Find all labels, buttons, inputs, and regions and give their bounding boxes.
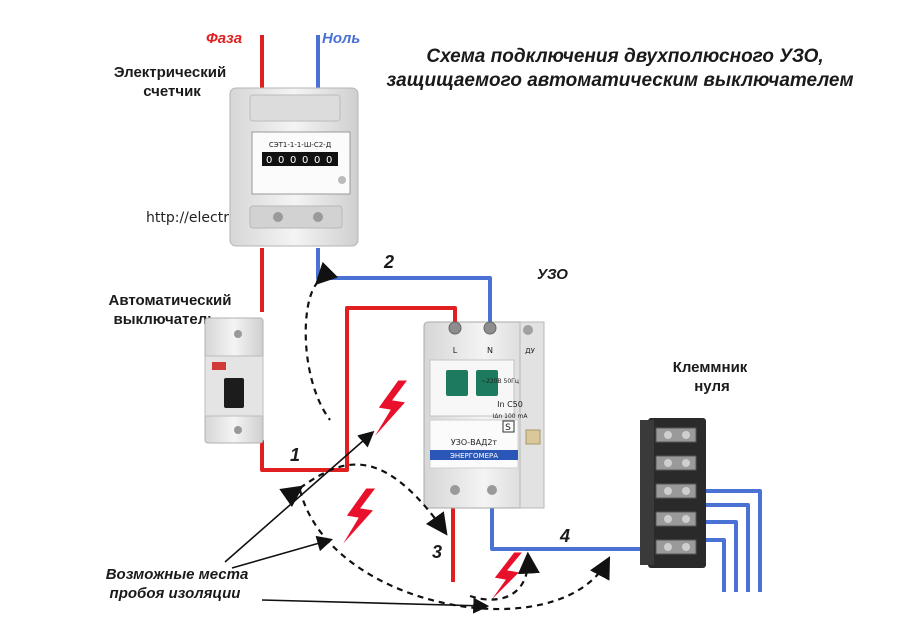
neutral-label: Ноль <box>322 30 360 47</box>
pointer-line-lower-spark <box>261 597 490 614</box>
wire-number-3: 3 <box>432 542 442 562</box>
phase-wire-1 <box>260 306 457 472</box>
svg-text:0: 0 <box>314 155 320 166</box>
fault-label-line-2: пробоя изоляции <box>110 585 241 602</box>
dashed-arrow-neutral-to-breaker <box>304 261 339 421</box>
breaker-toggle[interactable] <box>224 378 244 408</box>
pointer-line-middle-spark <box>231 535 334 569</box>
neutral-out-1 <box>700 489 762 592</box>
wire-number-4: 4 <box>559 526 570 546</box>
rcd-terminal-du: ДУ <box>525 347 535 355</box>
terminal-label-line-2: нуля <box>694 378 730 395</box>
spark-icon-middle <box>339 487 377 549</box>
rcd-test-button[interactable] <box>525 429 541 445</box>
neutral-out-3 <box>700 520 738 592</box>
breaker-label-line-2: выключатель <box>114 311 217 328</box>
meter-digits: 0 0 0 0 0 0 <box>266 155 332 166</box>
rcd-label: УЗО <box>537 266 568 283</box>
wire-number-1: 1 <box>290 445 300 465</box>
rcd-rating-line-1: In C50 <box>497 400 523 409</box>
svg-text:0: 0 <box>290 155 296 166</box>
meter-label-line-1: Электрический <box>114 64 226 81</box>
rcd-toggle-left[interactable] <box>446 370 468 396</box>
fault-label-line-1: Возможные места <box>106 566 249 583</box>
rcd-terminal-l: L <box>453 346 458 355</box>
svg-text:0: 0 <box>302 155 308 166</box>
phase-label: Фаза <box>206 30 242 47</box>
electric-meter: 0 0 0 0 0 0 СЭТ1-1-1-Ш-С2-Д <box>229 87 359 247</box>
dashed-arrow-wire1-to-rcd <box>279 463 448 536</box>
title-line-1: Схема подключения двухполюсного УЗО, <box>426 46 823 67</box>
meter-model: СЭТ1-1-1-Ш-С2-Д <box>269 141 332 149</box>
dashed-arrow-wire1-to-wire4 <box>298 489 611 611</box>
rcd-rating-line-2: IΔn 100 mA <box>493 413 529 420</box>
wire-number-2: 2 <box>383 252 394 272</box>
neutral-out-4 <box>700 538 726 592</box>
svg-text:0: 0 <box>326 155 332 166</box>
neutral-wire-2 <box>316 248 492 322</box>
rcd-terminal-n: N <box>487 346 493 355</box>
neutral-terminal-block <box>640 418 706 568</box>
rcd-brand: ЭНЕРГОМЕРА <box>450 452 498 460</box>
neutral-wire-4 <box>490 508 656 551</box>
pointer-line-upper-spark <box>224 430 375 563</box>
rcd-model: УЗО-ВАД2т <box>451 438 497 447</box>
rcd-device: L N ДУ ~220В 50Гц In C50 IΔn 100 mA S УЗ… <box>423 321 545 509</box>
spark-icon-upper <box>371 379 409 441</box>
rcd-rating-class: S <box>505 423 511 433</box>
svg-text:0: 0 <box>278 155 284 166</box>
meter-label-line-2: счетчик <box>143 83 201 100</box>
svg-text:0: 0 <box>266 155 272 166</box>
terminal-label-line-1: Клеммник <box>673 359 748 376</box>
rcd-voltage: ~220В 50Гц <box>481 378 519 385</box>
rcd-toggle-right[interactable] <box>476 370 498 396</box>
breaker-label-line-1: Автоматический <box>109 292 232 309</box>
neutral-out-2 <box>700 503 750 592</box>
title-line-2: защищаемого автоматическим выключателем <box>386 70 853 91</box>
circuit-breaker <box>204 317 264 444</box>
